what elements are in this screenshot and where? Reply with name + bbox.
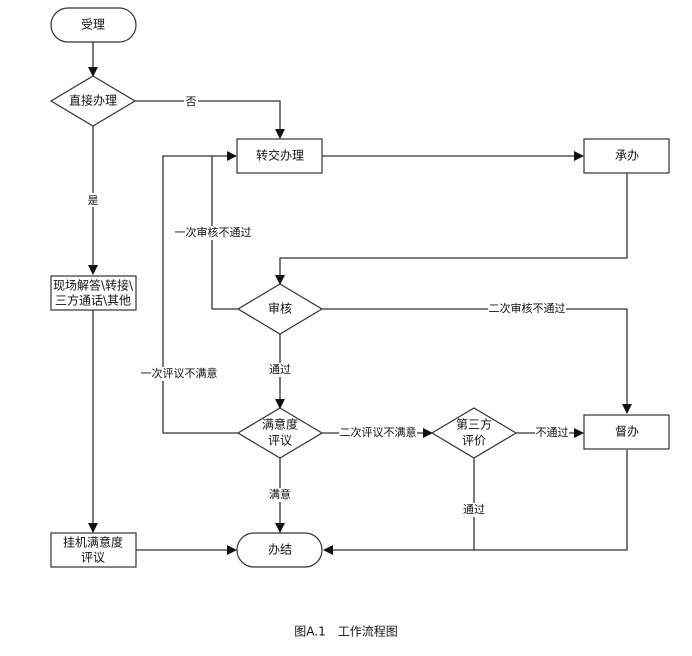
node-undertake-label: 承办 xyxy=(615,148,639,163)
node-onsite-label-1: 现场解答\转接\ xyxy=(53,278,134,293)
label-satisfied: 满意 xyxy=(269,487,291,501)
node-thirdparty-label-2: 评价 xyxy=(462,434,486,448)
label-yes: 是 xyxy=(88,194,99,207)
edge-satisfaction-first-unsat xyxy=(162,155,238,434)
node-accept-label: 受理 xyxy=(81,18,105,32)
edges xyxy=(88,42,632,555)
edge-thirdparty-pass xyxy=(323,458,475,555)
label-second-eval-unsat: 二次评议不满意 xyxy=(340,425,417,439)
node-review-label: 审核 xyxy=(268,301,292,316)
node-undertake: 承办 xyxy=(583,138,670,174)
node-satisfaction: 满意度 评议 xyxy=(236,407,324,459)
label-third-pass: 通过 xyxy=(463,503,485,516)
edge-undertake-to-review xyxy=(275,173,628,285)
edge-labels: 否 是 一次审核不通过 二次审核不通过 通过 一次评议不满意 二次评议不满意 不… xyxy=(86,94,569,517)
label-pass: 通过 xyxy=(269,363,291,376)
node-supervise-label: 督办 xyxy=(615,424,639,439)
node-hangup-label-2: 评议 xyxy=(81,551,105,565)
node-accept: 受理 xyxy=(50,7,137,43)
edge-review-second-fail xyxy=(322,308,632,414)
node-review: 审核 xyxy=(236,283,324,335)
node-thirdparty: 第三方 评价 xyxy=(430,407,518,459)
edge-direct-no xyxy=(135,100,285,139)
node-satisfaction-label-2: 评议 xyxy=(268,434,292,448)
figure-caption: 图A.1 工作流程图 xyxy=(294,624,397,639)
node-onsite-label-2: 三方通话\其他 xyxy=(55,293,131,308)
node-supervise: 督办 xyxy=(583,414,670,450)
node-direct-handle: 直接办理 xyxy=(49,75,137,127)
node-transfer: 转交办理 xyxy=(236,138,323,174)
node-direct-label: 直接办理 xyxy=(69,93,117,108)
node-hangup: 挂机满意度 评议 xyxy=(50,532,137,568)
label-second-review-fail: 二次审核不通过 xyxy=(489,301,566,315)
label-not-pass: 不通过 xyxy=(536,426,569,439)
node-onsite: 现场解答\转接\ 三方通话\其他 xyxy=(50,275,137,311)
node-hangup-label-1: 挂机满意度 xyxy=(63,535,123,550)
edge-supervise-to-done xyxy=(474,450,628,551)
node-thirdparty-label-1: 第三方 xyxy=(456,417,492,432)
node-done-label: 办结 xyxy=(268,542,292,557)
node-satisfaction-label-1: 满意度 xyxy=(262,417,298,432)
label-first-eval-unsat: 一次评议不满意 xyxy=(141,366,218,380)
node-transfer-label: 转交办理 xyxy=(256,148,304,163)
node-done: 办结 xyxy=(236,532,323,568)
label-no: 否 xyxy=(186,95,197,108)
label-first-review-fail: 一次审核不通过 xyxy=(175,225,252,239)
